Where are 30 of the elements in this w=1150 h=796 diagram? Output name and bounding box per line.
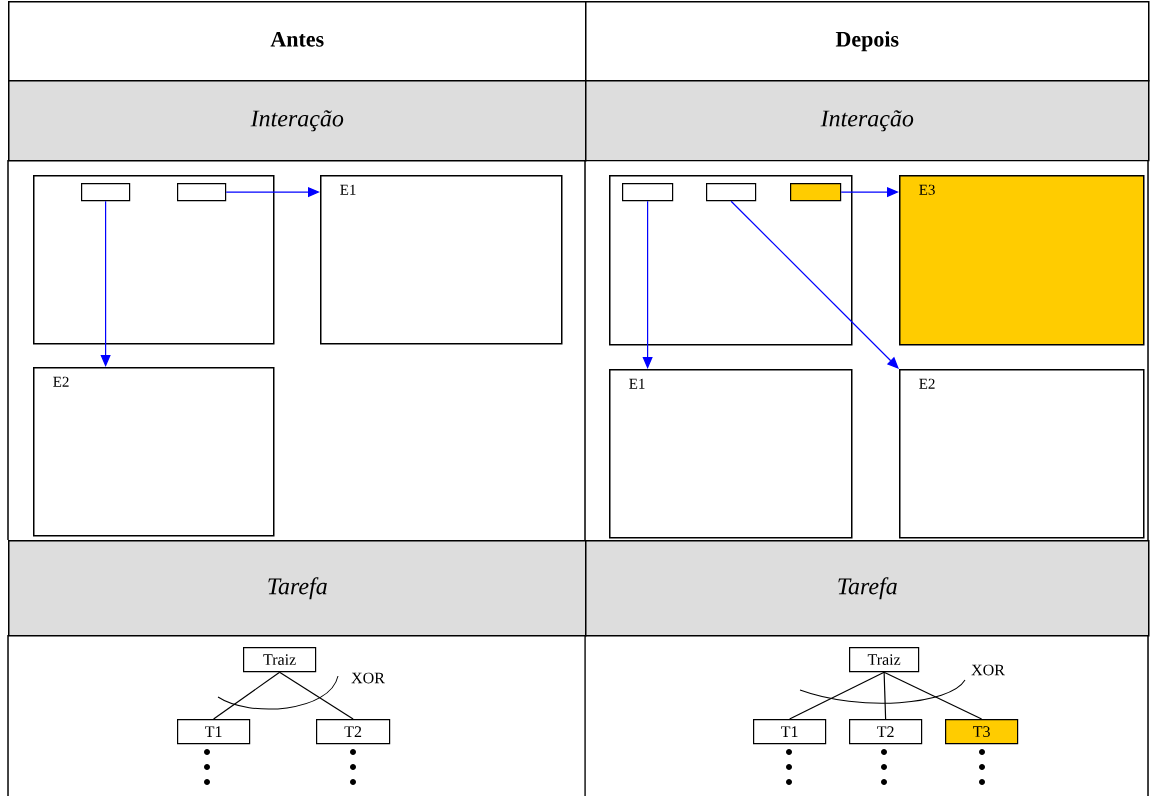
task-box: Traiz xyxy=(243,647,317,673)
button-box xyxy=(790,183,842,202)
task-box: T1 xyxy=(177,719,251,745)
screen-box: E2 xyxy=(899,369,1145,539)
screen-box: E1 xyxy=(609,369,853,539)
arrow xyxy=(730,200,899,369)
section-band: Tarefa xyxy=(585,540,1150,637)
task-box: T3 xyxy=(945,719,1019,745)
arrow xyxy=(642,200,653,369)
screen-box: E1 xyxy=(320,175,563,345)
window-box xyxy=(33,175,275,345)
button-box xyxy=(177,183,227,202)
section-band: Tarefa xyxy=(8,540,587,637)
button-box xyxy=(706,183,757,202)
screen-box: E2 xyxy=(33,367,275,537)
screen-box: E3 xyxy=(899,175,1145,346)
button-box xyxy=(81,183,131,202)
operator-label: XOR xyxy=(351,672,385,684)
table-header-cell: Depois xyxy=(585,1,1150,82)
task-box: T2 xyxy=(316,719,391,745)
window-box xyxy=(609,175,853,346)
button-box xyxy=(622,183,674,202)
task-box: Traiz xyxy=(849,647,920,673)
table-header-cell: Antes xyxy=(8,1,587,82)
task-box: T2 xyxy=(849,719,923,745)
arrow xyxy=(100,200,111,367)
task-box: T1 xyxy=(753,719,827,745)
section-band: Interação xyxy=(8,80,587,162)
operator-label: XOR xyxy=(971,664,1005,676)
section-band: Interação xyxy=(585,80,1150,162)
